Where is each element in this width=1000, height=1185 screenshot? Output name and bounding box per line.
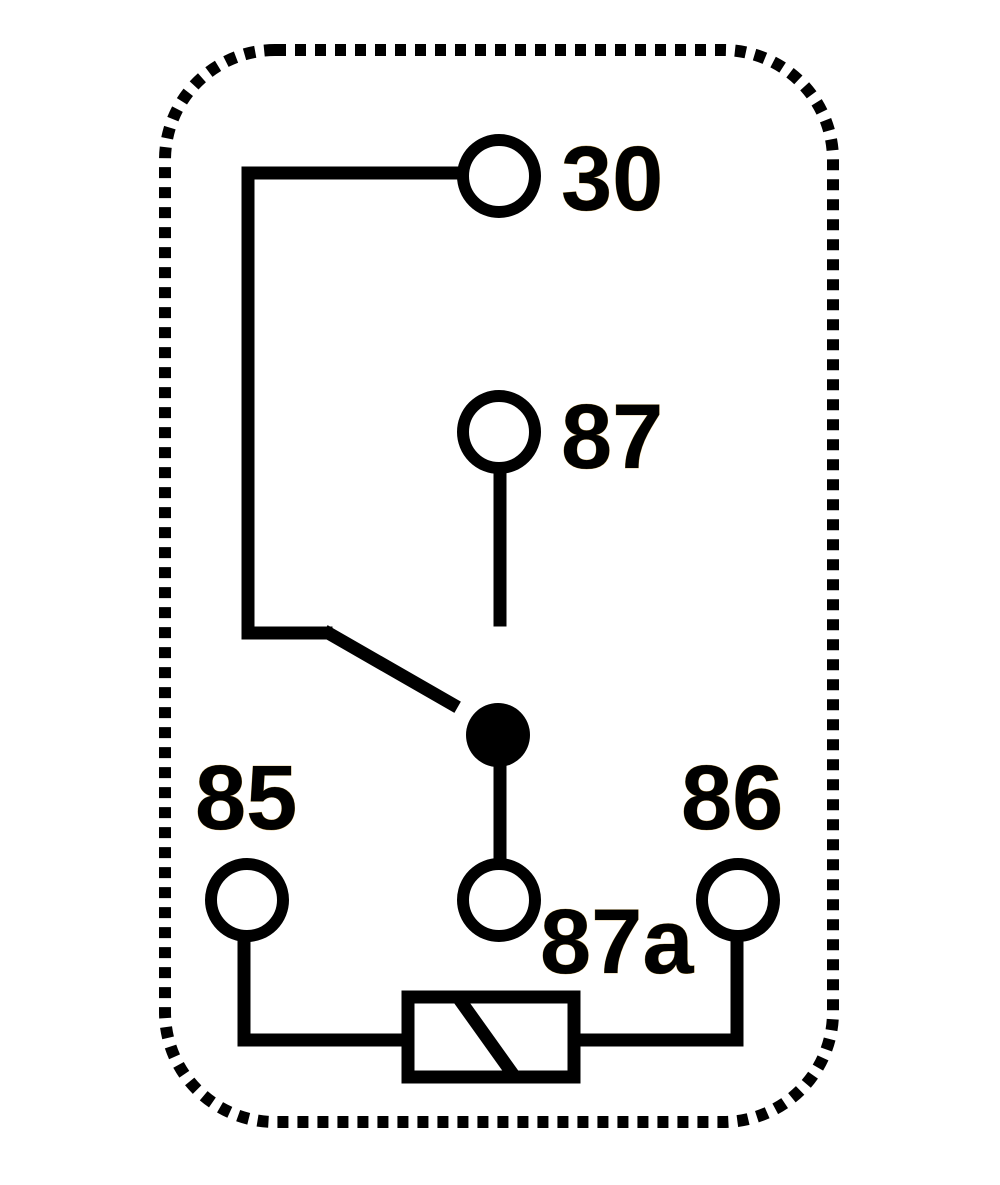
terminal-85 <box>205 858 289 942</box>
relay-enclosure <box>159 44 839 1128</box>
wire-85-coil <box>237 931 414 1047</box>
terminal-30 <box>457 134 541 218</box>
label-87a: 87a <box>540 891 694 993</box>
wire-coil-86 <box>569 931 744 1047</box>
switch-arm <box>321 625 461 713</box>
terminal-86 <box>696 858 780 942</box>
terminal-87 <box>457 390 541 474</box>
terminal-87a <box>457 858 541 942</box>
label-86: 86 <box>681 747 783 849</box>
coil-slash <box>452 993 522 1083</box>
label-87: 87 <box>561 386 663 488</box>
label-30: 30 <box>561 128 663 230</box>
label-85: 85 <box>195 747 297 849</box>
pivot-contact-dot <box>466 703 530 767</box>
wire-30-common <box>241 166 469 640</box>
